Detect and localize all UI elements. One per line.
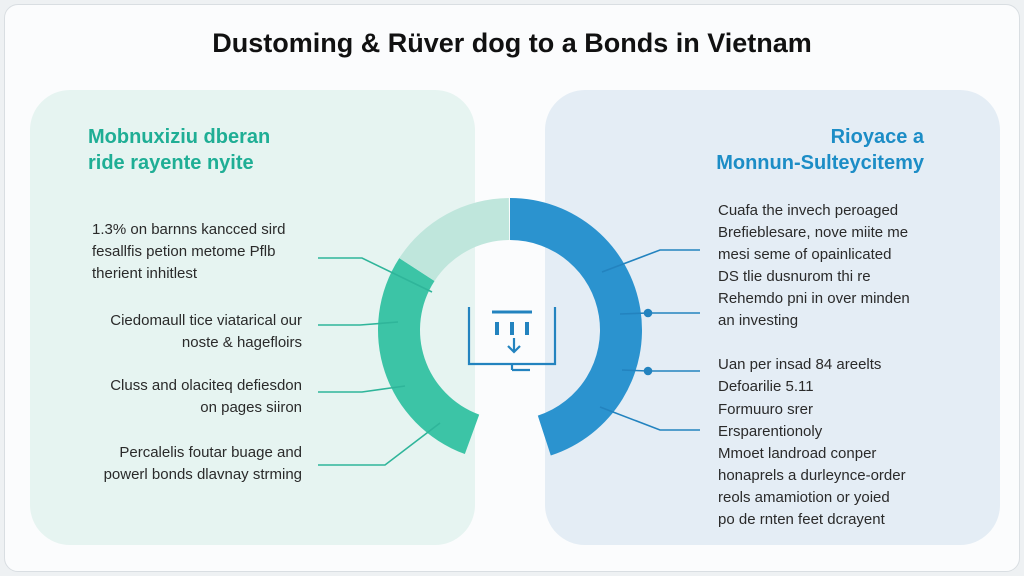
- text-line: Ersparentionoly: [718, 423, 823, 440]
- left-item-3: Cluss and olaciteq defiesdon on pages si…: [110, 375, 302, 419]
- connector-line: [318, 422, 441, 466]
- text-line: Cluss and olaciteq defiesdon: [110, 377, 302, 394]
- ring-segment-teal: [377, 258, 480, 455]
- text-line: honaprels a durleynce-order: [718, 467, 906, 484]
- connector-line: [318, 321, 399, 326]
- text-line: powerl bonds dlavnay strming: [103, 466, 302, 483]
- ring-segment-blue: [510, 198, 642, 456]
- text-line: an investing: [718, 312, 799, 329]
- connector-dot: [643, 308, 653, 318]
- text-line: 1.3% on barnns kancced sird: [92, 221, 286, 238]
- text-line: Defoarilie 5.11: [718, 378, 814, 395]
- right-item-3: Formuuro srer Ersparentionoly Mmoet land…: [718, 399, 906, 531]
- left-item-1: 1.3% on barnns kancced sird fesallfis pe…: [92, 219, 285, 285]
- monitor-chart-download-icon: [467, 307, 557, 372]
- text-line: Brefieblesare, nove miite me: [718, 224, 909, 241]
- connector-line: [318, 385, 406, 393]
- left-heading: Mobnuxiziu dberan ride rayente nyite: [88, 124, 270, 176]
- left-connectors: [318, 257, 441, 466]
- connector-line: [599, 406, 700, 431]
- text-line: po de rnten feet dcrayent: [718, 511, 885, 528]
- ring-segment-light-teal: [399, 198, 510, 281]
- left-item-2: Ciedomaull tice viatarical our noste & h…: [110, 310, 302, 354]
- text-line: Ciedomaull tice viatarical our: [110, 312, 302, 329]
- right-heading-line: Rioyace a: [830, 126, 924, 148]
- text-line: fesallfis petion metome Pflb: [92, 243, 276, 260]
- connector-dot: [643, 366, 653, 376]
- left-heading-line: Mobnuxiziu dberan: [88, 126, 271, 148]
- left-heading-line: ride rayente nyite: [88, 152, 254, 174]
- connector-line: [619, 312, 700, 315]
- connector-line: [318, 257, 433, 293]
- connector-line: [601, 249, 700, 273]
- text-line: noste & hagefloirs: [181, 334, 302, 351]
- text-line: Uan per insad 84 areelts: [718, 356, 882, 373]
- text-line: Percalelis foutar buage and: [119, 444, 302, 461]
- right-heading: Rioyace a Monnun-Sulteycitemy: [716, 124, 924, 176]
- text-line: mesi seme of opainlicated: [718, 246, 892, 263]
- text-line: Mmoet landroad conper: [718, 445, 877, 462]
- text-line: on pages siiron: [200, 399, 302, 416]
- right-heading-line: Monnun-Sulteycitemy: [716, 152, 924, 174]
- text-line: therient inhitlest: [92, 265, 198, 282]
- right-item-2: Uan per insad 84 areelts Defoarilie 5.11: [718, 354, 881, 398]
- text-line: Rehemdo pni in over minden: [718, 290, 910, 307]
- right-connectors: [599, 249, 700, 431]
- text-line: Cuafa the invech peroaged: [718, 202, 899, 219]
- left-item-4: Percalelis foutar buage and powerl bonds…: [104, 442, 302, 486]
- connector-line: [621, 369, 700, 372]
- text-line: Formuuro srer: [718, 401, 814, 418]
- right-item-1: Cuafa the invech peroaged Brefieblesare,…: [718, 200, 910, 332]
- page-title: Dustoming & Rüver dog to a Bonds in Viet…: [212, 28, 812, 58]
- text-line: DS tlie dusnurom thi re: [718, 268, 871, 285]
- text-line: reols amamiotion or yoied: [718, 489, 890, 506]
